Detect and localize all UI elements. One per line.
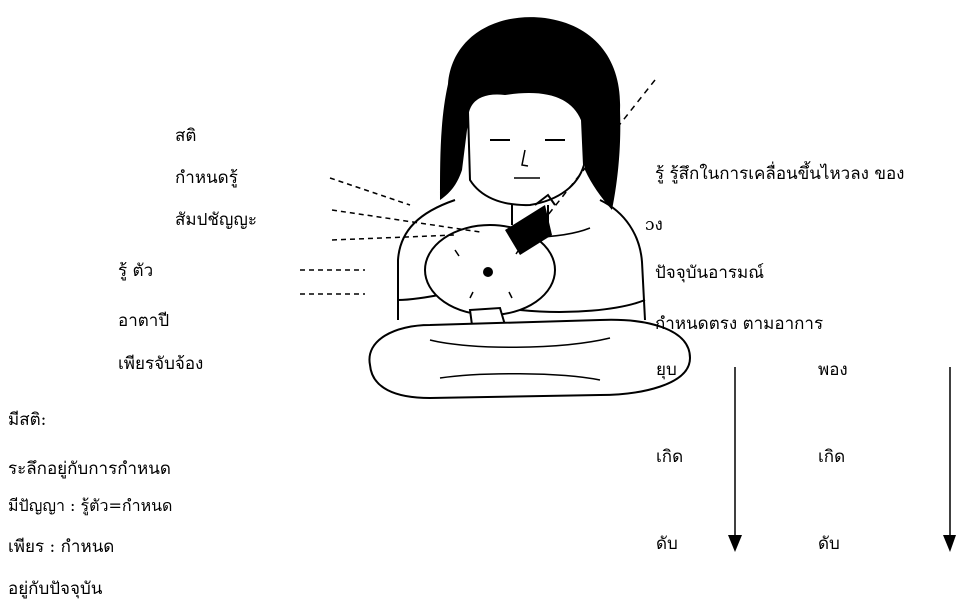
text-raluek: ระลึกอยู่กับการกำหนด [8, 459, 171, 479]
pointer-line [330, 178, 410, 205]
text-right-line2: ɔง [645, 215, 663, 235]
label-ru-tua: รู้ ตัว [118, 261, 153, 281]
text-phian: เพียร : กำหนด [8, 537, 114, 557]
text-right-line1: รู้ รู้สึกในการเคลื่อนขึ้นไหวลง ของ [655, 164, 904, 184]
seq-left-2: เกิด [656, 447, 683, 467]
seq-left-1: ยุบ [656, 360, 677, 380]
label-sati: สติ [175, 126, 196, 146]
text-mi-panya: มีปัญญา : รู้ตัว=กำหนด [8, 496, 172, 516]
text-mi-sati: มีสติ: [8, 410, 46, 430]
legs [369, 320, 690, 398]
seq-right-3: ดับ [818, 534, 840, 554]
seq-left-3: ดับ [656, 534, 678, 554]
text-right-line4: กำหนดตรง ตามอาการ [655, 314, 823, 334]
label-sampachanya: สัมปชัญญะ [175, 210, 257, 230]
face [468, 92, 584, 205]
label-phian-jap-jong: เพียรจับจ้อง [118, 354, 203, 374]
seq-right-2: เกิด [818, 447, 845, 467]
pointer-line [332, 210, 480, 232]
seq-right-1: พอง [818, 360, 848, 380]
text-yu-kap: อยู่กับปัจจุบัน [8, 579, 102, 599]
label-atapi: อาตาปี [118, 311, 169, 331]
pointer-line [332, 235, 455, 240]
label-kamnot-ru: กำหนดรู้ [175, 168, 238, 188]
text-right-line3: ปัจจุบันอารมณ์ [655, 263, 764, 283]
